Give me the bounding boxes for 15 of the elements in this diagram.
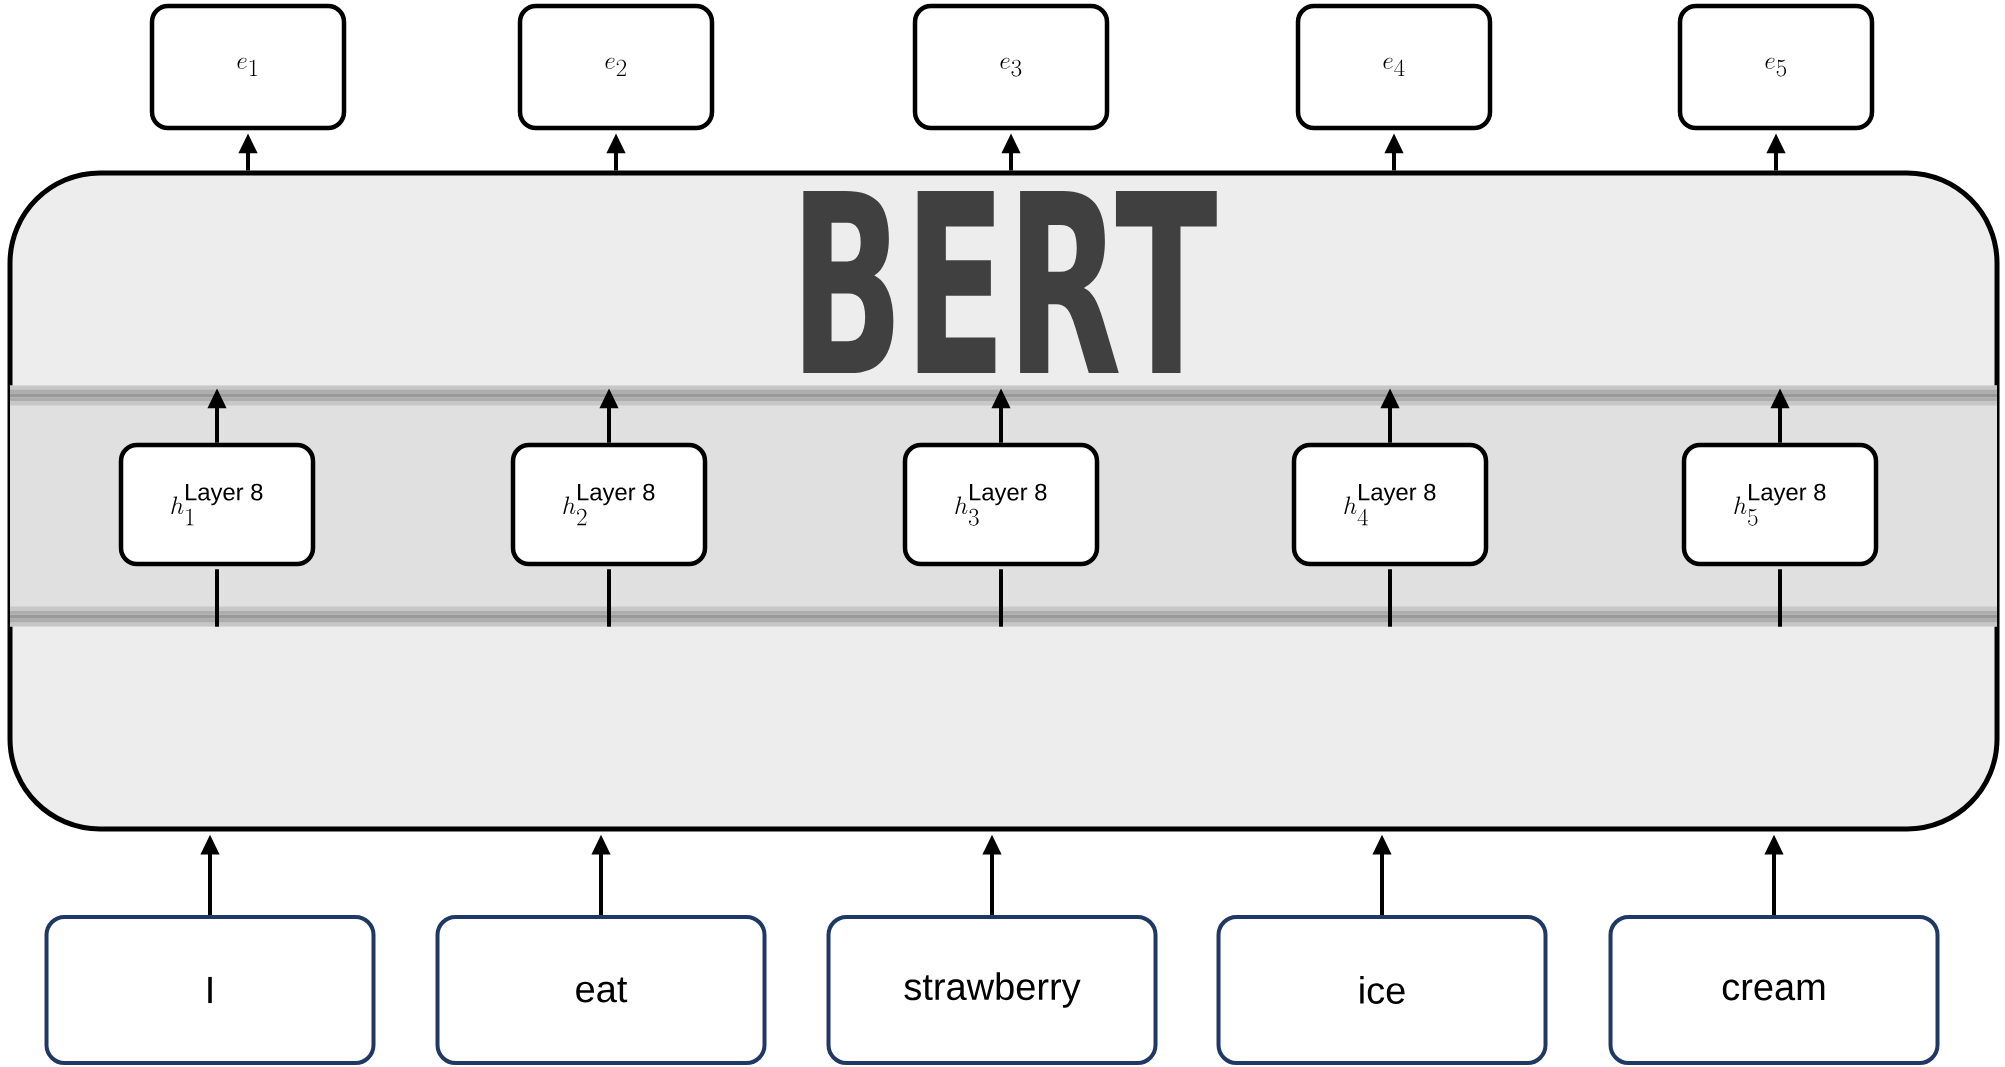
embedding-box: $e_1$ — [149, 3, 347, 131]
input-box: ice — [1216, 915, 1548, 1065]
input-box: cream — [1608, 915, 1940, 1065]
hidden-state-box: $h_2^{\text{Layer 8}}$ — [510, 442, 708, 567]
input-box: eat — [435, 915, 767, 1065]
hidden-state-box: $h_3^{\text{Layer 8}}$ — [902, 442, 1100, 567]
hidden-state-box: $h_4^{\text{Layer 8}}$ — [1291, 442, 1489, 567]
embedding-box: $e_4$ — [1295, 3, 1493, 131]
input-box: I — [44, 915, 376, 1065]
embedding-box: $e_2$ — [517, 3, 715, 131]
input-box: strawberry — [826, 915, 1158, 1065]
embedding-box: $e_5$ — [1677, 3, 1875, 131]
hidden-state-box: $h_5^{\text{Layer 8}}$ — [1681, 442, 1879, 567]
hidden-state-box: $h_1^{\text{Layer 8}}$ — [118, 442, 316, 567]
embedding-box: $e_3$ — [912, 3, 1110, 131]
